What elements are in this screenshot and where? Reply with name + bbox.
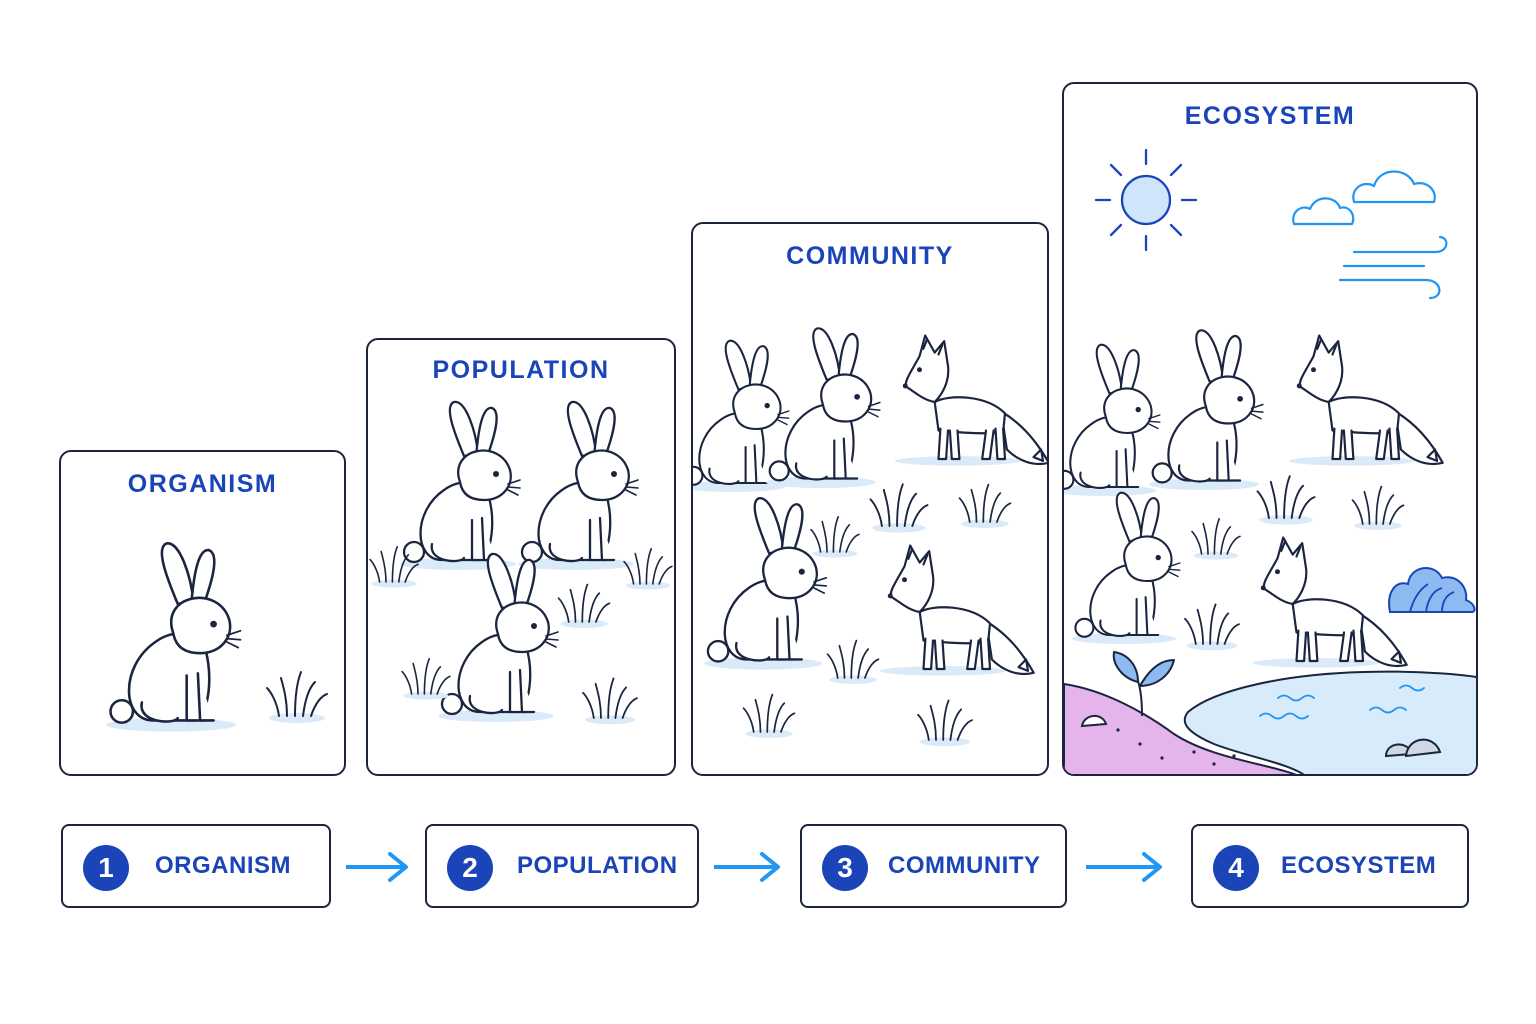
step-organism: 1 ORGANISM: [61, 824, 331, 908]
rabbit-icon: [1070, 491, 1181, 646]
grass-icon: [1184, 603, 1240, 652]
arrow-right-icon: [714, 852, 780, 882]
step-number: 2: [447, 845, 493, 891]
arrow-right-icon: [346, 852, 408, 882]
rabbit-icon: [702, 496, 828, 671]
sun-icon: [1094, 148, 1198, 252]
ecosystem-panel: ECOSYSTEM: [1062, 82, 1478, 776]
grass-icon: [958, 483, 1012, 529]
community-title: COMMUNITY: [786, 242, 954, 270]
rabbit-icon: [516, 400, 640, 572]
grass-icon: [1256, 475, 1316, 526]
community-scene: [693, 327, 1047, 748]
cloud-icon: [1292, 170, 1436, 226]
grass-icon: [557, 583, 611, 629]
fox-icon: [893, 334, 1047, 467]
fox-icon: [878, 544, 1035, 677]
grass-icon: [623, 547, 673, 591]
plant-icon: [1112, 651, 1175, 717]
grass-icon: [1351, 485, 1405, 531]
bush-icon: [1388, 567, 1476, 613]
rabbit-icon: [398, 400, 522, 572]
grass-icon: [869, 483, 929, 534]
rabbit-icon: [1064, 343, 1161, 498]
rock-icon: [1080, 715, 1108, 728]
wind-icon: [1338, 235, 1448, 300]
organism-scene: [104, 542, 328, 733]
organism-title: ORGANISM: [127, 470, 278, 498]
population-panel: POPULATION: [366, 338, 676, 776]
organism-panel: ORGANISM: [59, 450, 346, 776]
rabbit-icon: [436, 552, 560, 724]
step-label: ECOSYSTEM: [1281, 852, 1437, 879]
step-ecosystem: 4 ECOSYSTEM: [1191, 824, 1469, 908]
step-number: 1: [83, 845, 129, 891]
population-title: POPULATION: [432, 356, 610, 384]
grass-icon: [1191, 517, 1241, 561]
grass-icon: [917, 699, 973, 748]
community-panel: COMMUNITY: [691, 222, 1049, 776]
rock-icon: [1384, 738, 1442, 758]
rabbit-icon: [764, 327, 881, 490]
arrow-right-icon: [1086, 852, 1162, 882]
step-label: COMMUNITY: [888, 852, 1041, 879]
grass-icon: [266, 671, 328, 724]
step-label: POPULATION: [517, 852, 678, 879]
ecosystem-title: ECOSYSTEM: [1184, 102, 1356, 130]
grass-icon: [742, 693, 796, 739]
population-scene: [369, 400, 673, 726]
rabbit-icon: [1147, 329, 1264, 492]
grass-icon: [810, 515, 860, 559]
rabbit-icon: [104, 542, 242, 733]
fox-icon: [1251, 536, 1408, 669]
ecosystem-scene: [1064, 148, 1476, 774]
step-population: 2 POPULATION: [425, 824, 699, 908]
grass-icon: [582, 677, 638, 726]
step-community: 3 COMMUNITY: [800, 824, 1067, 908]
grass-icon: [826, 639, 880, 685]
fox-icon: [1287, 334, 1444, 467]
step-number: 4: [1213, 845, 1259, 891]
soil-area: [1064, 682, 1297, 774]
step-number: 3: [822, 845, 868, 891]
grass-icon: [401, 657, 451, 701]
step-label: ORGANISM: [155, 852, 291, 879]
